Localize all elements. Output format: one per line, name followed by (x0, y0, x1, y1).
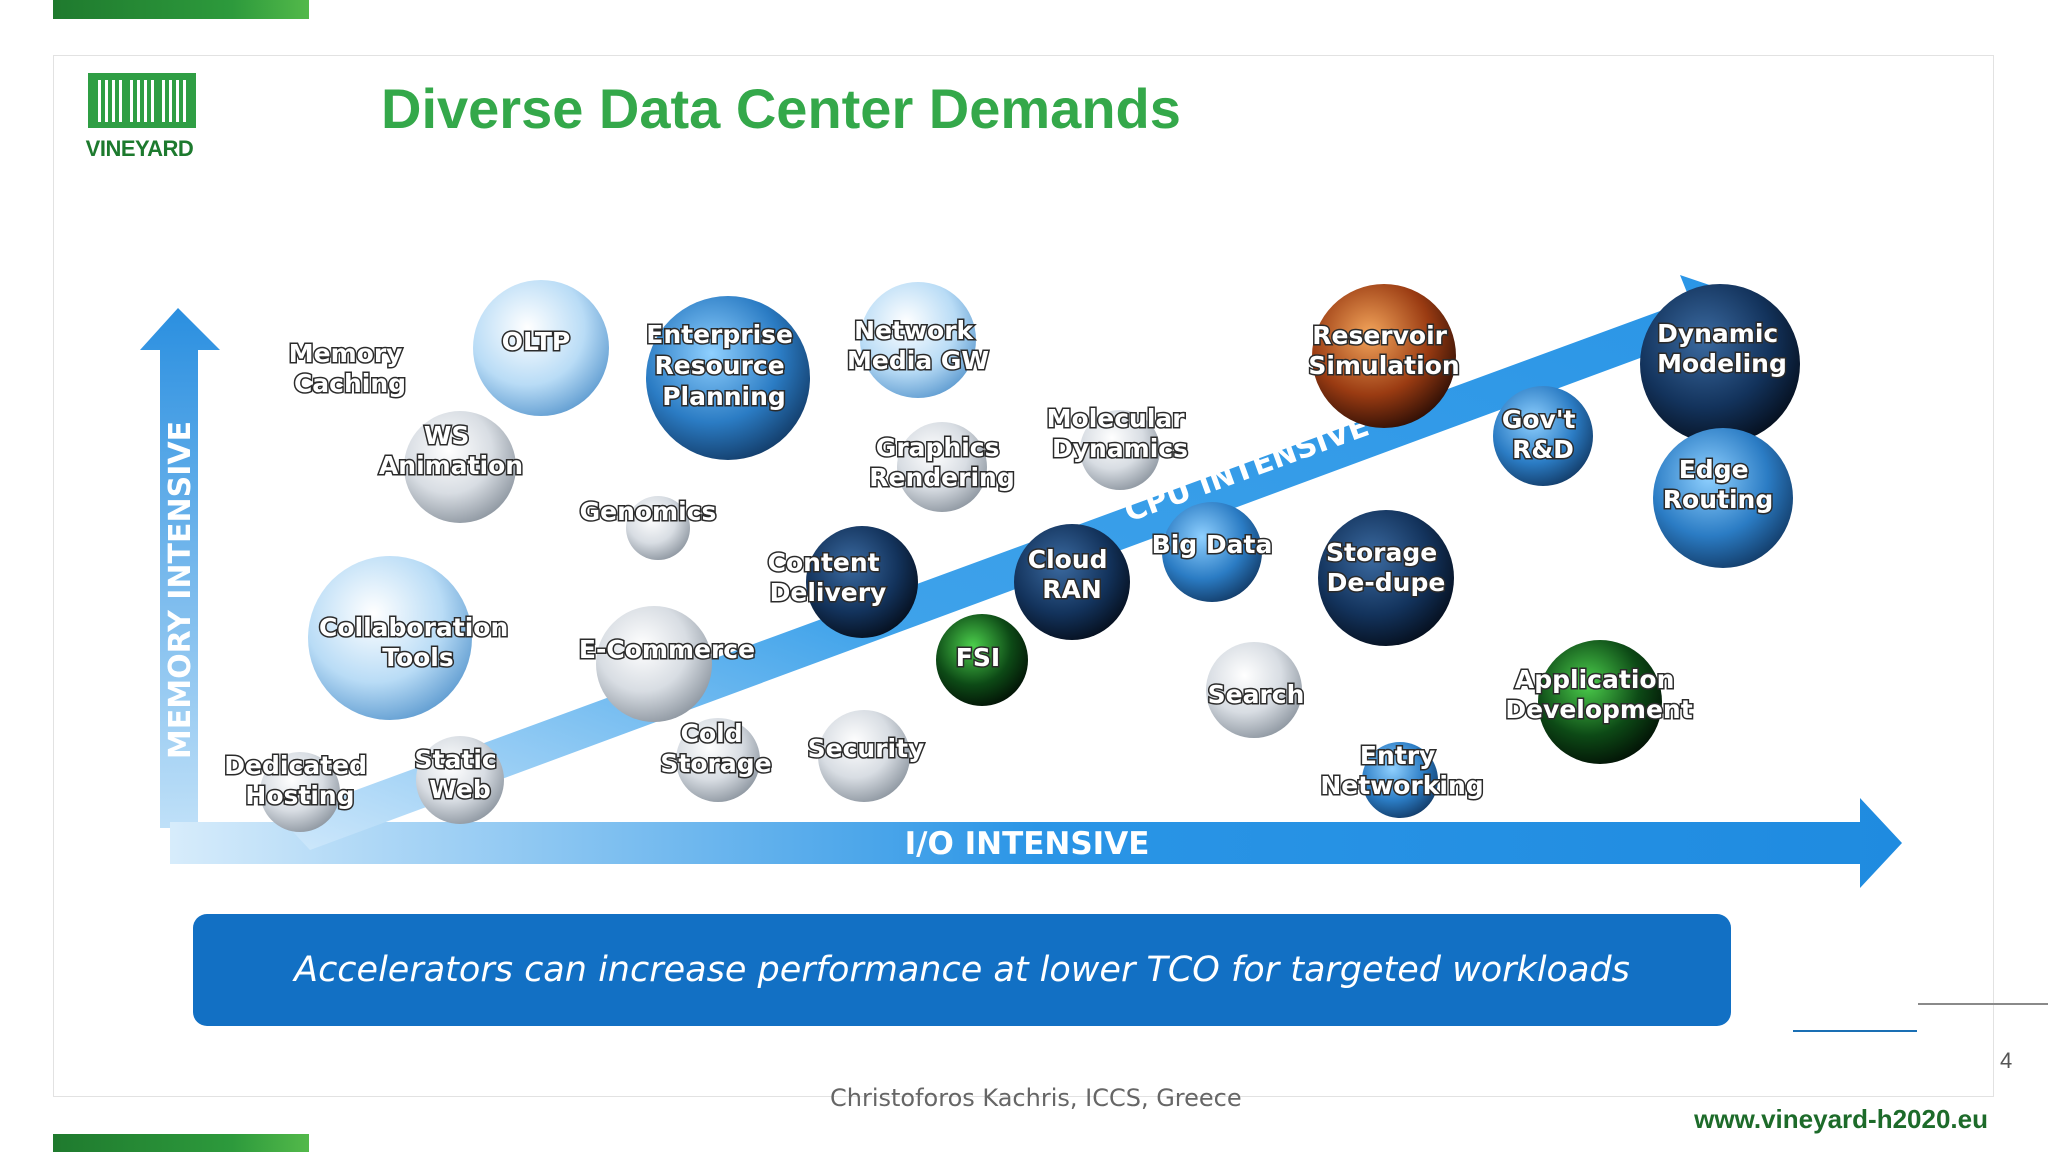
bubble-govt-rd (1493, 386, 1593, 486)
bubble-entry-networking (1362, 742, 1438, 818)
bubble-fsi (936, 614, 1028, 706)
bubble-content-delivery (806, 526, 918, 638)
bubble-network-media-gw (860, 282, 976, 398)
label-search: Search (1208, 680, 1305, 709)
bubble-application-development (1538, 640, 1662, 764)
bubble-ws-animation (404, 411, 516, 523)
bubble-cloud-ran (1014, 524, 1130, 640)
label-security: Security (808, 734, 925, 763)
label-graphics-rendering: Graphics Rendering (869, 433, 1014, 492)
label-cloud-ran: Cloud RAN (1028, 545, 1117, 604)
io-arrow (170, 798, 1902, 888)
workload-diagram: MEMORY INTENSIVE I/O INTENSIVE CPU INTEN… (140, 275, 1902, 888)
slide-frame (53, 55, 1994, 1097)
bubble-big-data (1162, 502, 1262, 602)
label-storage-dedupe: Storage De-dupe (1326, 538, 1446, 597)
bubble-reservoir-simulation (1312, 284, 1456, 428)
label-reservoir-simulation: Reservoir Simulation (1308, 321, 1459, 380)
bubble-edge-routing (1653, 428, 1793, 568)
bubble-collaboration-tools (308, 556, 472, 720)
label-oltp: OLTP (502, 327, 570, 356)
label-govt-rd: Gov't R&D (1502, 405, 1584, 464)
bubble-graphics-rendering (897, 422, 987, 512)
label-network-media-gw: Network Media GW (847, 316, 989, 375)
label-ecommerce: E-Commerce (579, 635, 755, 664)
footer-website-link[interactable]: www.vineyard-h2020.eu (1694, 1104, 1988, 1134)
label-collaboration-tools: Collaboration Tools (319, 613, 517, 672)
label-genomics: Genomics (580, 497, 717, 526)
label-edge-routing: Edge Routing (1663, 455, 1773, 514)
vineyard-logo-icon (88, 73, 196, 128)
logo-text: VINEYARD (85, 136, 194, 161)
label-big-data: Big Data (1152, 530, 1273, 559)
label-entry-networking: Entry Networking (1320, 741, 1483, 800)
label-cold-storage: Cold Storage (660, 719, 771, 778)
label-content-delivery: Content Delivery (768, 548, 889, 607)
bubble-molecular-dynamics (1080, 410, 1160, 490)
label-dedicated-hosting: Dedicated Hosting (224, 751, 375, 810)
label-molecular-dynamics: Molecular Dynamics (1047, 404, 1194, 463)
label-dynamic-modeling: Dynamic Modeling (1657, 319, 1787, 378)
accelerators-banner: Accelerators can increase performance at… (193, 914, 1731, 1026)
bubble-oltp (473, 280, 609, 416)
bubble-dynamic-modeling (1640, 284, 1800, 444)
bubble-cold-storage (676, 718, 760, 802)
bubble-erp (646, 296, 810, 460)
bubble-genomics (626, 496, 690, 560)
bubble-static-web (416, 736, 504, 824)
footer-author: Christoforos Kachris, ICCS, Greece (830, 1084, 1242, 1112)
top-accent-bar (53, 0, 309, 19)
workload-bubbles (260, 280, 1800, 832)
bubble-dedicated-hosting (260, 752, 340, 832)
x-axis-label: I/O INTENSIVE (905, 826, 1150, 862)
bottom-accent-bar (53, 1134, 309, 1152)
bubble-security (818, 710, 910, 802)
label-erp: Enterprise Resource Planning (646, 320, 801, 411)
label-application-development: Application Development (1505, 665, 1692, 724)
slide-title: Diverse Data Center Demands (381, 77, 1181, 140)
label-ws-animation: WS Animation (379, 421, 523, 480)
bubble-search (1206, 642, 1302, 738)
bubble-storage-dedupe (1318, 510, 1454, 646)
label-static-web: Static Web (415, 745, 506, 804)
bubble-ecommerce (596, 606, 712, 722)
y-axis-label: MEMORY INTENSIVE (163, 421, 198, 759)
decorative-line-blue (1793, 1030, 1917, 1032)
decorative-line-gray (1918, 1003, 2048, 1005)
page-number: 4 (2000, 1048, 2013, 1073)
label-fsi: FSI (956, 643, 1000, 672)
memory-arrow (140, 308, 220, 828)
label-memory-caching: Memory Caching (289, 339, 411, 398)
